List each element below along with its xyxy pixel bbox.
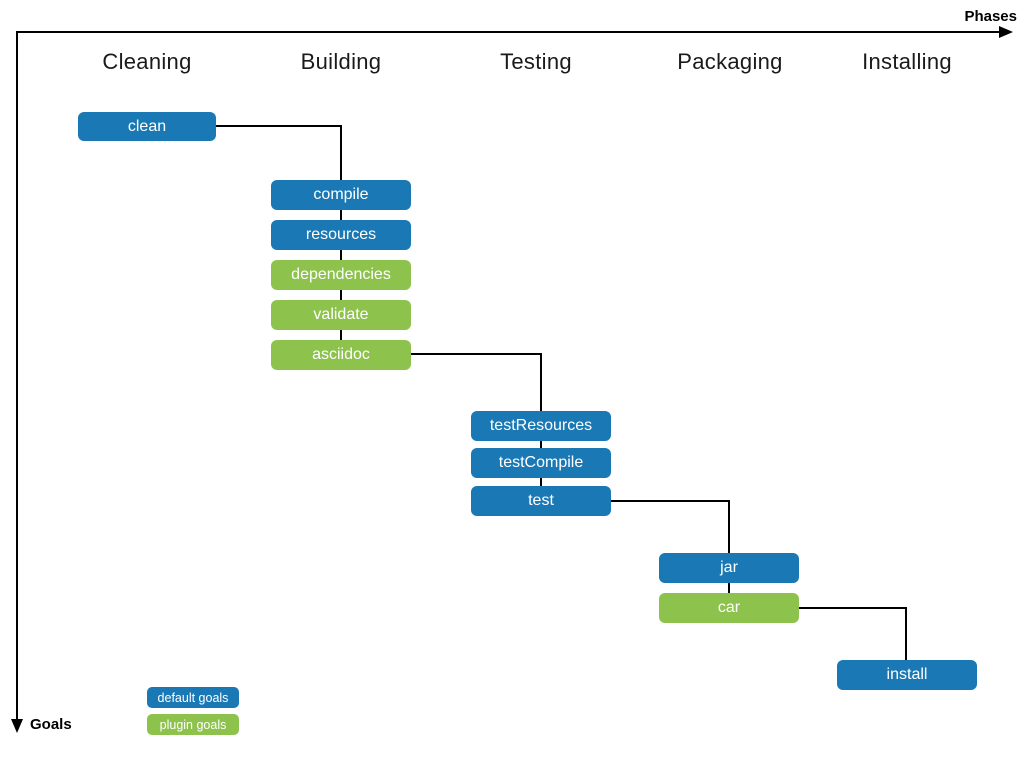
legend-plugin-goals: plugin goals bbox=[147, 714, 239, 735]
node-compile: compile bbox=[271, 180, 411, 210]
phases-axis-line bbox=[16, 31, 1000, 33]
phases-arrow-icon bbox=[999, 26, 1013, 38]
node-validate: validate bbox=[271, 300, 411, 330]
node-test: test bbox=[471, 486, 611, 516]
connector-asciidoc-to-testing-h bbox=[411, 353, 542, 355]
node-car: car bbox=[659, 593, 799, 623]
legend-default-goals: default goals bbox=[147, 687, 239, 708]
node-install: install bbox=[837, 660, 977, 690]
phases-axis-label: Phases bbox=[964, 8, 1017, 25]
phase-header-testing: Testing bbox=[500, 49, 572, 74]
node-jar: jar bbox=[659, 553, 799, 583]
phase-header-building: Building bbox=[300, 49, 382, 74]
connector-install-v bbox=[905, 607, 907, 660]
goals-axis-line bbox=[16, 31, 18, 720]
goals-arrow-icon bbox=[11, 719, 23, 733]
phase-header-packaging: Packaging bbox=[677, 49, 783, 74]
node-resources: resources bbox=[271, 220, 411, 250]
connector-clean-to-building-h bbox=[216, 125, 342, 127]
connector-test-to-packaging-h bbox=[611, 500, 730, 502]
node-clean: clean bbox=[78, 112, 216, 141]
phase-header-installing: Installing bbox=[862, 49, 952, 74]
node-asciidoc: asciidoc bbox=[271, 340, 411, 370]
connector-car-to-install-h bbox=[799, 607, 907, 609]
phase-header-cleaning: Cleaning bbox=[102, 49, 192, 74]
goals-axis-label: Goals bbox=[30, 716, 72, 733]
node-testresources: testResources bbox=[471, 411, 611, 441]
node-dependencies: dependencies bbox=[271, 260, 411, 290]
node-testcompile: testCompile bbox=[471, 448, 611, 478]
connector-packaging-column-v bbox=[728, 500, 730, 600]
